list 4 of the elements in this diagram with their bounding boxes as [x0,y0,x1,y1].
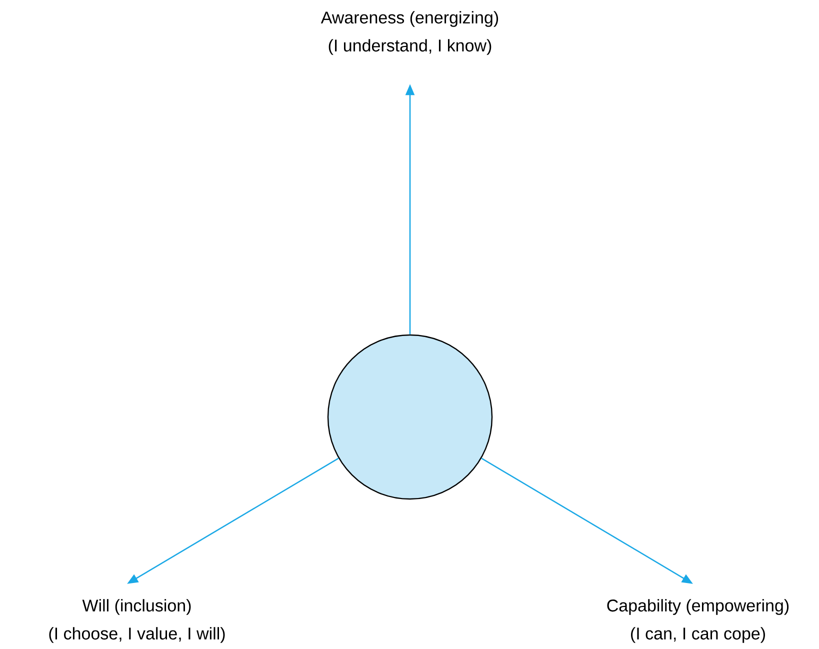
node-label: Will (inclusion) (I choose, I value, I will) [49,599,225,643]
circle [327,334,493,500]
node-label: Capability (empowering) (I can, I can cope) [607,599,789,643]
node-label: Awareness (energizing) (I understand, I know) [320,11,498,55]
